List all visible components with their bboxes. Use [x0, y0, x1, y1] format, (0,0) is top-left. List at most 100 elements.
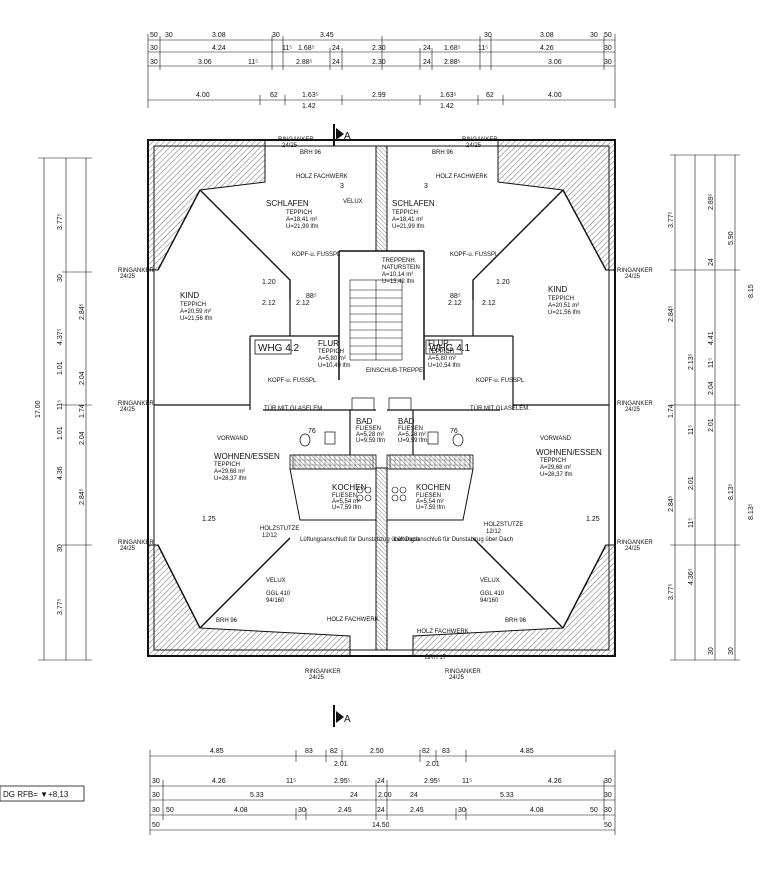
bottom-dim-text: 4.85 83 82 2.50 82 83 4.85 2.01 2.01 30 … [152, 748, 612, 829]
section-marker-bottom: A [333, 705, 351, 727]
room-floor: TEPPICH [286, 210, 312, 216]
left-dim-text: 3.77⁵ 30 2.84⁵ 4.37⁵ 1.01 2.04 11⁵ 17.00… [35, 213, 86, 615]
note-kopf-fusspl: KOPF-u. FUSSPL [292, 252, 341, 258]
note-vorwand: VORWAND [217, 436, 249, 442]
dim-text: 4.36⁵ [688, 568, 695, 585]
note-ringanker-dim: 24/25 [120, 546, 136, 552]
top-dimensions [147, 34, 616, 108]
room-name-kochen-right: KOCHEN [416, 483, 450, 492]
dim-text: 4.08 [234, 807, 248, 814]
dim-text: 2.88⁵ [296, 59, 313, 66]
room-perimeter: U=21,56 lfm [548, 310, 581, 316]
dim-text: 30 [152, 807, 160, 814]
room-area: A=18,41 m² [392, 217, 423, 223]
dim-text: 11⁵ [282, 45, 292, 52]
room-area: A=5,54 m² [416, 499, 444, 505]
dim-text: 30 [604, 807, 612, 814]
note-holzstuetze: HOLZSTUTZE [484, 522, 523, 528]
bathroom-fixtures [299, 397, 464, 447]
dim-text: 82 [422, 748, 430, 755]
note-ringanker: RINGANKER [305, 669, 341, 675]
note-ringanker-dim: 24/25 [282, 143, 298, 149]
note-ringanker-dim: 24/25 [625, 274, 641, 280]
dim-text: 3.08 [540, 32, 554, 39]
room-floor: TEPPICH [540, 458, 566, 464]
dim-text: 62 [486, 92, 494, 99]
note-velux-type: GGL 410 [480, 591, 505, 597]
note-ringanker-dim: 24/25 [625, 407, 641, 413]
dim-text: 30 [150, 45, 158, 52]
dim-text: 50 [152, 822, 160, 829]
plan-notes: RINGANKER 24/25 RINGANKER 24/25 RINGANKE… [118, 137, 653, 681]
dim-text: 2.01 [334, 761, 348, 768]
dim-text: 1.68⁵ [298, 45, 315, 52]
dim-text: 1.63⁵ [302, 92, 319, 99]
dim-text: 30 [728, 647, 735, 655]
dim-text: 24 [332, 45, 340, 52]
dim-text: 3.77⁵ [57, 598, 64, 615]
right-dimensions [670, 154, 740, 661]
note-ringanker-dim: 24/25 [120, 274, 136, 280]
unit-box-right [425, 339, 463, 355]
note-brh: BRH 17 [425, 655, 447, 661]
dim-text: 4.26 [540, 45, 554, 52]
dim-text: 30 [604, 778, 612, 785]
room-floor: FLIESEN [332, 493, 357, 499]
dim-text: 88⁵ [450, 293, 461, 300]
room-area: A=20,59 m² [180, 309, 211, 315]
dim-text: 5.33 [500, 792, 514, 799]
left-dimensions [38, 157, 92, 661]
dim-text: 2.84⁵ [79, 488, 86, 505]
dim-text: 3 [340, 183, 344, 190]
dim-text: 2.13⁵ [688, 353, 695, 370]
note-ringanker: RINGANKER [445, 669, 481, 675]
dim-text: 4.85 [520, 748, 534, 755]
dim-text: 8.13⁵ [748, 503, 755, 520]
note-holz-fachwerk: HOLZ FACHWERK [327, 617, 379, 623]
dim-text: 4.26 [548, 778, 562, 785]
dim-text: 1.63⁵ [440, 92, 457, 99]
dim-text: 30 [604, 792, 612, 799]
note-velux-type: GGL 410 [266, 591, 291, 597]
note-kopf-fusspl: KOPF-u. FUSSPL [268, 378, 317, 384]
dim-text: 30 [604, 59, 612, 66]
dim-text: 24 [708, 258, 715, 266]
room-perimeter: U=28,37 lfm [214, 476, 247, 482]
dim-text: 2.12 [262, 300, 276, 307]
dim-text: 1.74 [79, 404, 86, 418]
dim-text: 30 [152, 792, 160, 799]
dim-text: 14.50 [372, 822, 390, 829]
room-area: A=5,80 m² [318, 356, 346, 362]
dim-text: 1.01 [57, 426, 64, 440]
dim-text: 2.99 [372, 92, 386, 99]
note-velux: VELUX [343, 199, 363, 205]
note-brh: BRH 96 [505, 618, 527, 624]
room-floor: TEPPICH [180, 302, 206, 308]
room-floor: TEPPICH [318, 349, 344, 355]
dim-text: 2.95⁵ [334, 778, 351, 785]
dim-text: 24 [332, 59, 340, 66]
dim-text: 1.42 [440, 103, 454, 110]
note-holzstuetze: HOLZSTUTZE [260, 526, 299, 532]
dim-text: 1.68⁵ [444, 45, 461, 52]
note-holz-fachwerk: HOLZ FACHWERK [296, 174, 348, 180]
note-holz-fachwerk: HOLZ FACHWERK [436, 174, 488, 180]
dim-text: 2.01 [426, 761, 440, 768]
dim-text: 2.01 [708, 418, 715, 432]
room-name-treppenhaus: TREPPENH. [382, 258, 417, 264]
dim-text: 82 [330, 748, 338, 755]
dim-text: 2.45 [410, 807, 424, 814]
room-perimeter: U=7,59 lfm [332, 505, 361, 511]
dim-text: 30 [458, 807, 466, 814]
dim-text: 8.13⁵ [728, 483, 735, 500]
dim-text: 3.06 [548, 59, 562, 66]
dim-text: 4.85 [210, 748, 224, 755]
note-tuer-glaselem: TÜR MIT GLASELEM. [264, 405, 324, 412]
room-area: A=29,68 m² [214, 469, 245, 475]
dim-text: 4.36 [57, 466, 64, 480]
note-ringanker: RINGANKER [118, 401, 154, 407]
dim-text: 2.01 [688, 476, 695, 490]
dim-text: 30 [165, 32, 173, 39]
note-velux-size: 94/160 [480, 598, 499, 604]
note-vorwand: VORWAND [540, 436, 572, 442]
